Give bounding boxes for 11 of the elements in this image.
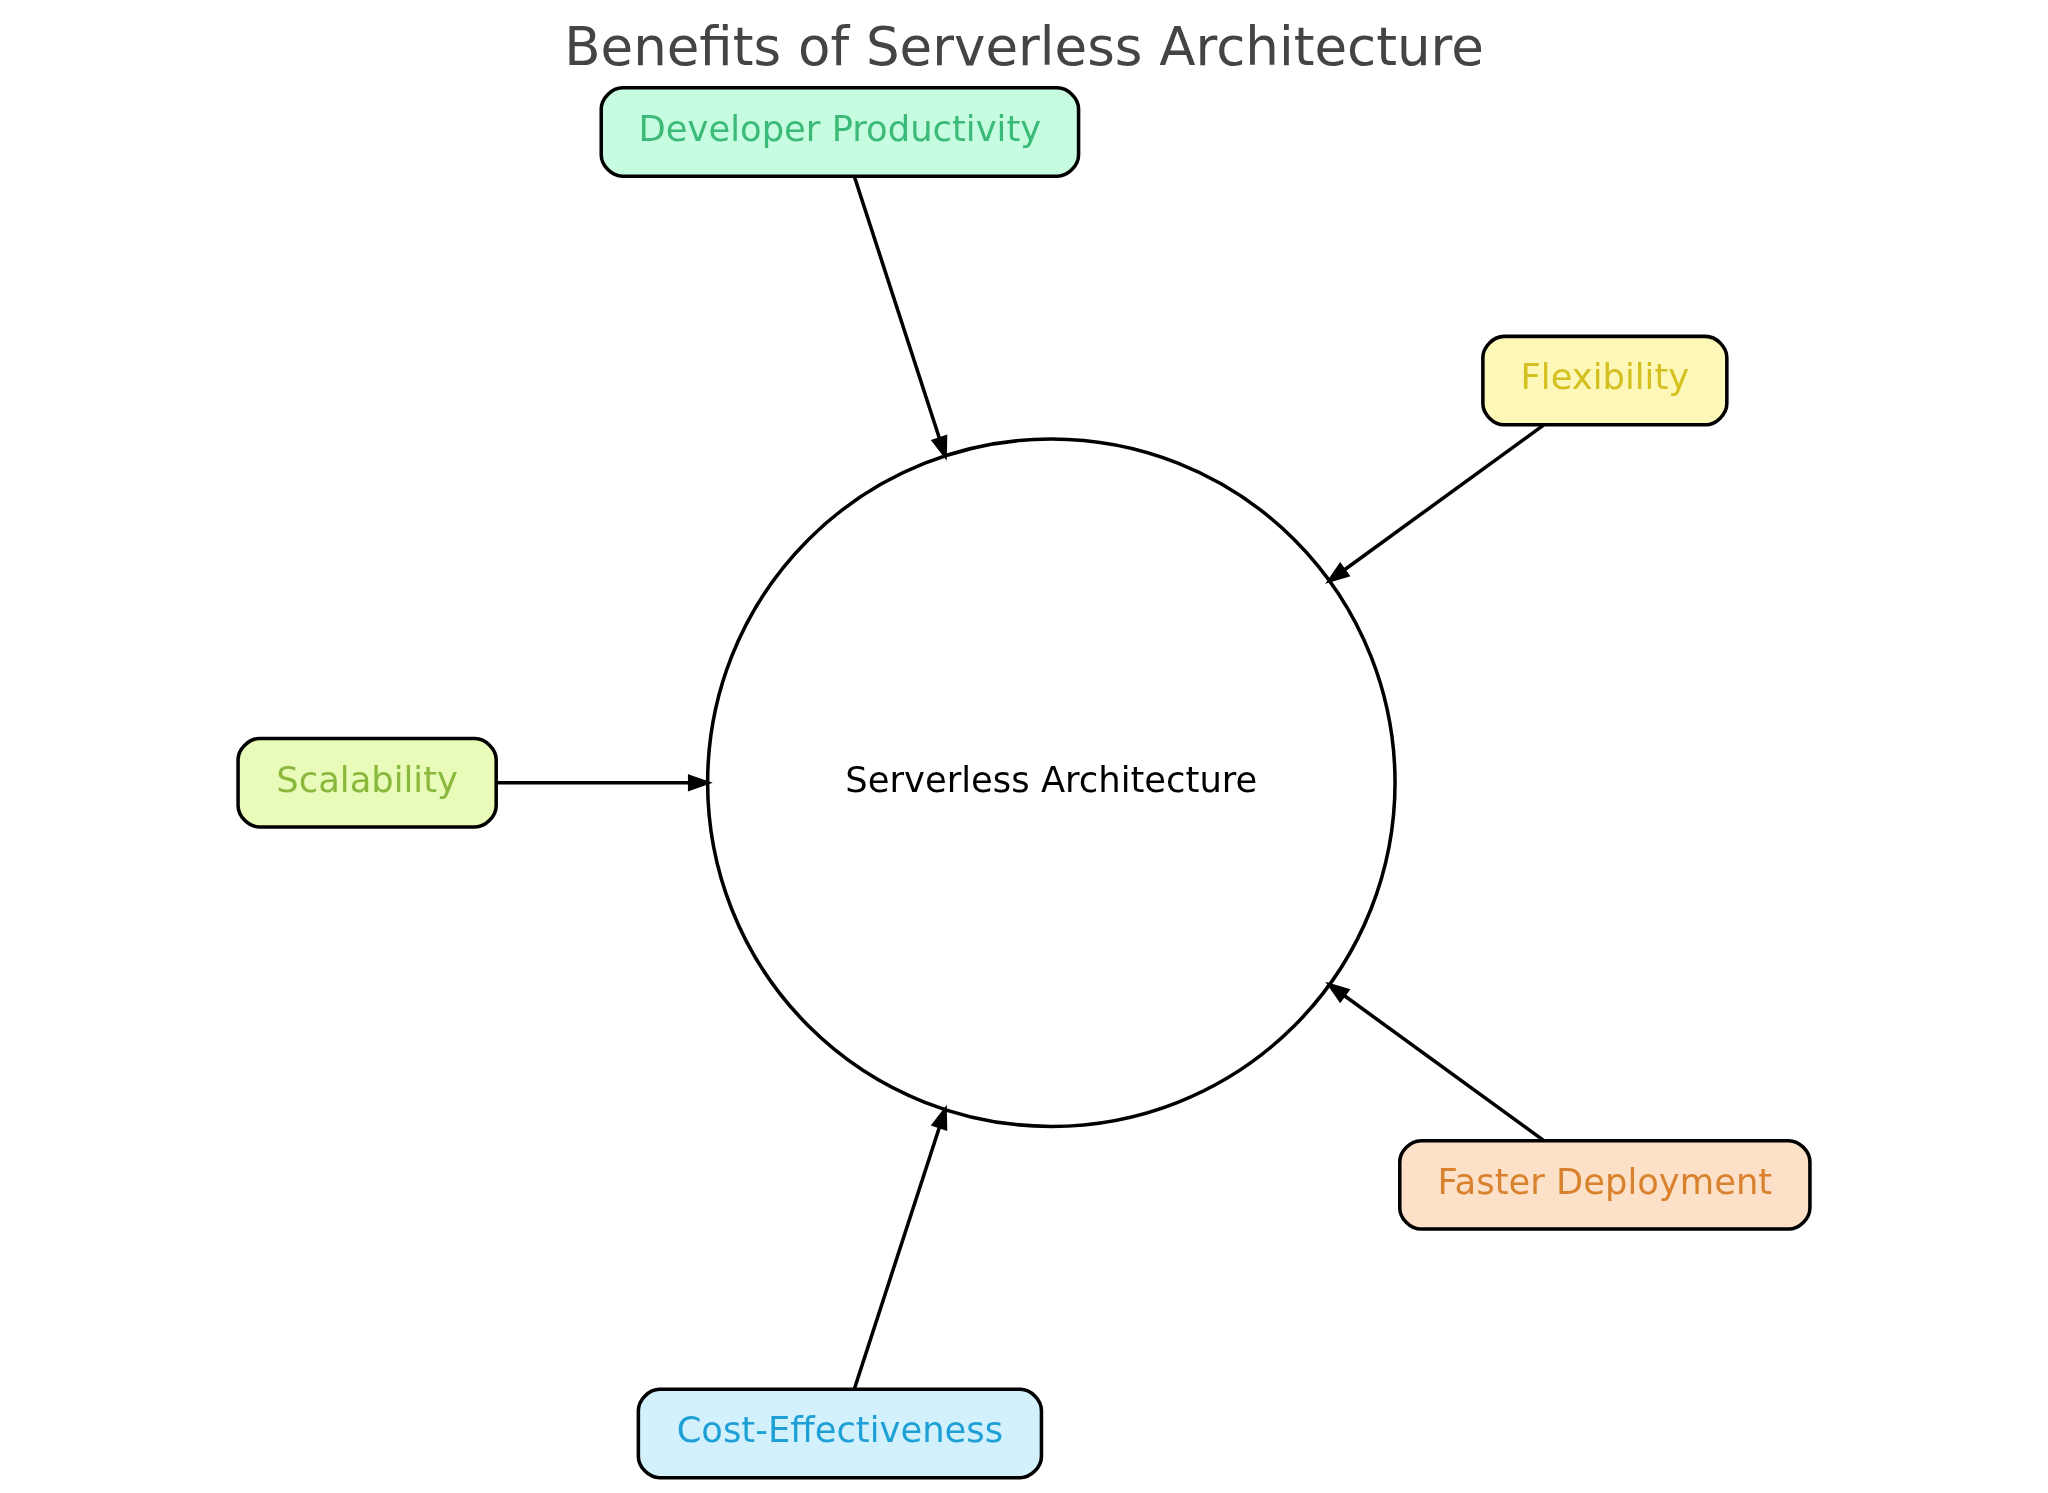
node-box: Faster Deployment — [1398, 1138, 1812, 1231]
arrow — [1325, 423, 1545, 584]
arrow — [1325, 981, 1545, 1142]
node-box: Cost-Effectiveness — [636, 1387, 1044, 1480]
arrow — [852, 1104, 948, 1390]
node-box: Scalability — [236, 736, 498, 829]
node-box: Flexibility — [1481, 334, 1729, 427]
arrow — [496, 774, 713, 792]
arrow — [852, 175, 948, 461]
diagram-title: Benefits of Serverless Architecture — [564, 15, 1484, 78]
node-box: Developer Productivity — [599, 86, 1081, 178]
